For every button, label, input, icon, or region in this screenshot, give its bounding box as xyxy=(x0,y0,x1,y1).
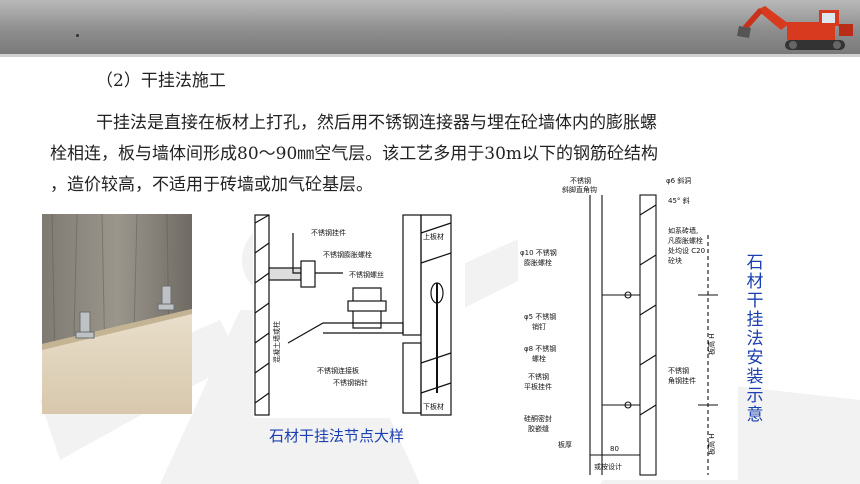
label-r5: 处均设 C20 xyxy=(668,246,705,255)
label-wire: 不锈钢螺丝 xyxy=(349,270,384,279)
header-bar xyxy=(0,0,860,54)
installation-photo xyxy=(42,214,192,414)
label-l5: φ8 不锈钢 xyxy=(524,344,556,353)
paragraph-line-2: 栓相连，板与墙体间形成80～90㎜空气层。该工艺多用于30m以下的钢筋砼结构 xyxy=(50,144,659,164)
label-l4: 销钉 xyxy=(532,322,546,331)
label-l7: 不锈钢 xyxy=(528,372,549,381)
paragraph-line-1: 干挂法是直接在板材上打孔，然后用不锈钢连接器与埋在砼墙体内的膨胀螺 xyxy=(96,113,657,133)
label-wall: 混凝土墙或柱 xyxy=(272,321,281,363)
header-divider xyxy=(0,54,860,57)
label-r6: 砼块 xyxy=(668,256,682,265)
label-pin: 不锈钢销针 xyxy=(333,378,368,387)
label-dim2: 或按设计 xyxy=(594,462,622,471)
body-paragraph: 干挂法是直接在板材上打孔，然后用不锈钢连接器与埋在砼墙体内的膨胀螺 栓相连，板与… xyxy=(50,108,830,201)
label-upper-stone: 上板材 xyxy=(423,232,444,241)
diagram1-caption: 石材干挂法节点大样 xyxy=(269,427,405,445)
label-l2: 膨胀螺栓 xyxy=(524,258,552,267)
header-dot xyxy=(76,34,79,37)
label-l8: 平板挂件 xyxy=(524,382,552,391)
label-l10: 胶嵌缝 xyxy=(528,424,549,433)
label-r3: 如系砖墙, xyxy=(668,226,698,235)
label-h1: 板高 H xyxy=(707,334,716,356)
paragraph-line-3: ，造价较高，不适用于砖墙或加气砼基层。 xyxy=(50,175,373,195)
label-l3: φ5 不锈钢 xyxy=(524,312,556,321)
label-r8: 角钢挂件 xyxy=(668,376,696,385)
installation-schematic: 不锈钢 斜脚直角钩 φ6 斜洞 45° 斜 如系砖墙, 凡膨胀螺栓 处均设 C2… xyxy=(518,175,738,480)
label-l9: 硅酮密封 xyxy=(524,414,552,423)
label-h2: 板高 H xyxy=(707,434,716,456)
label-r2: 45° 斜 xyxy=(668,196,690,205)
label-dim: 80 xyxy=(610,445,619,453)
section-title: （2）干挂法施工 xyxy=(96,71,226,91)
label-bolt: 不锈钢膨胀螺栓 xyxy=(323,250,372,259)
label-top-2: 斜脚直角钩 xyxy=(562,185,597,194)
label-r4: 凡膨胀螺栓 xyxy=(668,236,703,245)
label-r1: φ6 斜洞 xyxy=(666,176,691,185)
diagram2-vertical-caption: 石材干挂法安装示意 xyxy=(746,253,764,425)
label-l11: 板厚 xyxy=(558,440,572,449)
label-l6: 螺栓 xyxy=(532,354,546,363)
label-lower-stone: 下板材 xyxy=(423,402,444,411)
label-r7: 不锈钢 xyxy=(668,366,689,375)
label-top-1: 不锈钢 xyxy=(570,176,591,185)
label-hook: 不锈钢挂件 xyxy=(311,228,346,237)
label-l1: φ10 不锈钢 xyxy=(520,248,557,257)
node-detail-diagram: 不锈钢挂件 不锈钢膨胀螺栓 不锈钢螺丝 上板材 不锈钢连接板 不锈钢销针 下板材… xyxy=(253,213,465,418)
excavator-icon xyxy=(737,6,853,50)
label-plate: 不锈钢连接板 xyxy=(317,366,359,375)
